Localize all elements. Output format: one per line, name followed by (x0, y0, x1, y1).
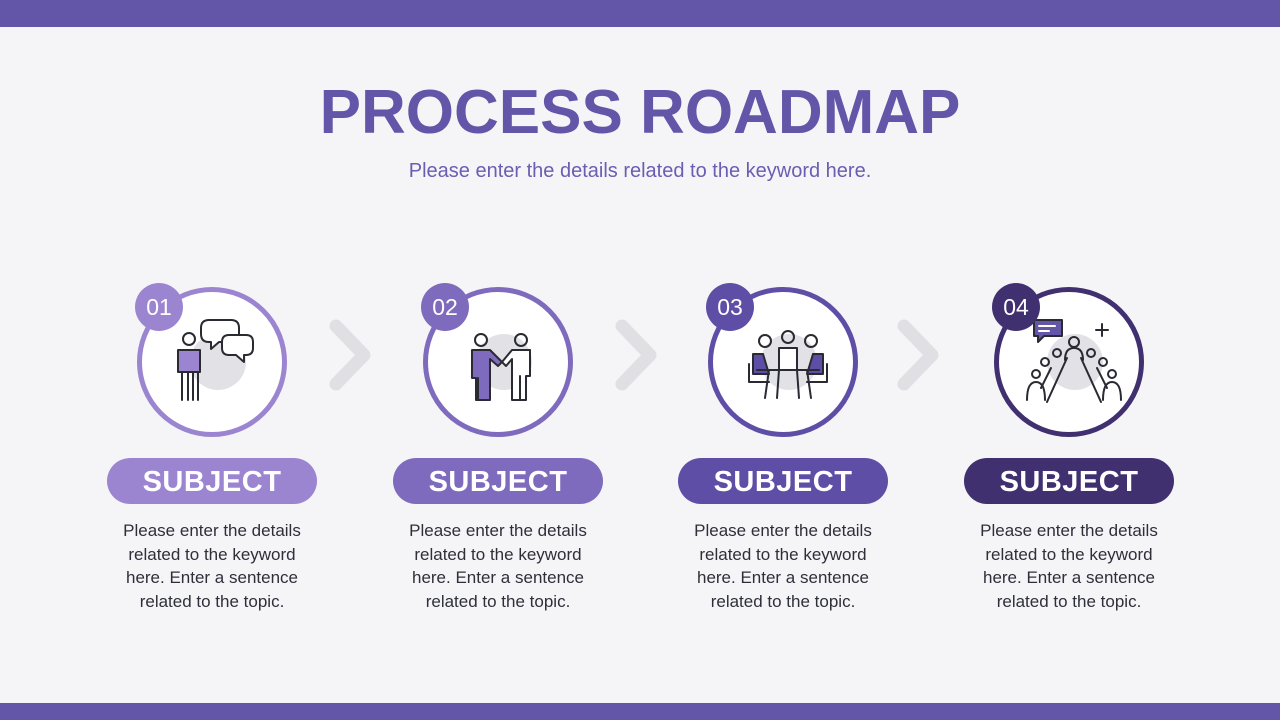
page-title: PROCESS ROADMAP (319, 78, 961, 147)
step-4-subject-label: SUBJECT (964, 458, 1174, 504)
person-speech-bubbles-icon (177, 319, 254, 401)
step-1-description: Please enter the details related to the … (123, 521, 301, 611)
step-1-number-badge: 01 (135, 283, 183, 331)
handshake-people-icon (471, 333, 531, 401)
step-3-subject-label: SUBJECT (678, 458, 888, 504)
step-2-subject-label: SUBJECT (393, 458, 603, 504)
bottom-accent-bar (0, 703, 1280, 720)
step-1-subject-label: SUBJECT (107, 458, 317, 504)
roadmap-step-2: 02 SUBJECT Please enter the details rela… (393, 283, 623, 623)
step-3-circle (708, 287, 858, 437)
step-2-description: Please enter the details related to the … (409, 521, 587, 611)
team-meeting-table-icon (748, 330, 828, 399)
roadmap-step-4: 04 SUBJECT Please enter the details rela… (964, 283, 1194, 623)
step-2-number-badge: 02 (421, 283, 469, 331)
chevron-right-icon (329, 319, 371, 391)
step-4-number-badge: 04 (992, 283, 1040, 331)
top-accent-bar (0, 0, 1280, 27)
roadmap-step-3: 03 SUBJECT Please enter the details rela… (678, 283, 908, 623)
step-3-description: Please enter the details related to the … (694, 521, 872, 611)
step-3-number-badge: 03 (706, 283, 754, 331)
chevron-right-icon (897, 319, 939, 391)
chevron-right-icon (615, 319, 657, 391)
page-subtitle: Please enter the details related to the … (408, 160, 872, 182)
step-4-description: Please enter the details related to the … (980, 521, 1158, 611)
conference-presentation-icon (1026, 319, 1122, 403)
roadmap-step-1: 01 SUBJECT Please enter the details rela… (107, 283, 337, 623)
step-1-circle (137, 287, 287, 437)
